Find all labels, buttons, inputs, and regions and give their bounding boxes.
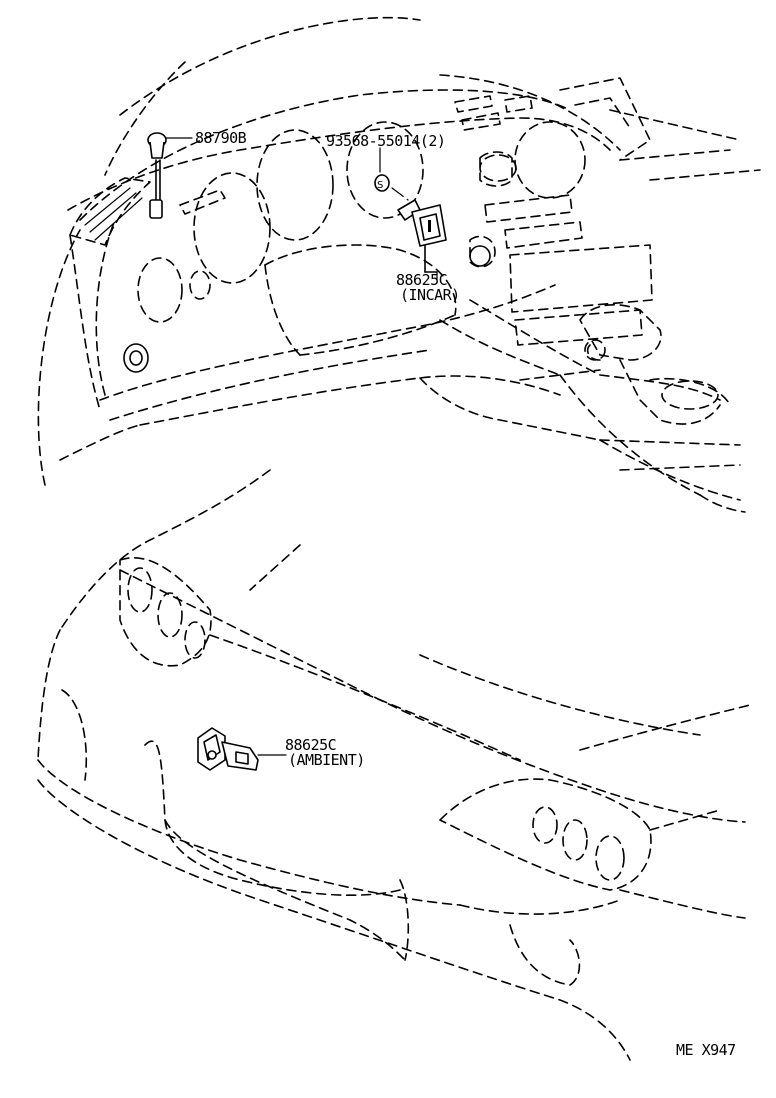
front-bumper-outline xyxy=(37,469,751,1061)
callout-88790b: 88790B xyxy=(195,129,247,147)
callout-88625c-incar: 88625C xyxy=(396,271,447,289)
callout-ambient-note: (AMBIENT) xyxy=(288,751,365,769)
part-93568-screw-icon: S xyxy=(374,147,409,201)
ambient-sensor-icon xyxy=(197,727,287,771)
instrument-panel-outline xyxy=(37,16,761,513)
incar-sensor-icon xyxy=(397,199,447,273)
callout-incar-note: (INCAR) xyxy=(400,286,460,304)
diagram-code: ME X947 xyxy=(676,1041,736,1059)
part-88790b-bulb-icon xyxy=(147,132,193,219)
svg-text:S: S xyxy=(377,180,383,191)
callout-88625c-ambient: 88625C xyxy=(285,736,336,754)
callout-93568-55014: 93568-55014(2) xyxy=(326,132,445,150)
